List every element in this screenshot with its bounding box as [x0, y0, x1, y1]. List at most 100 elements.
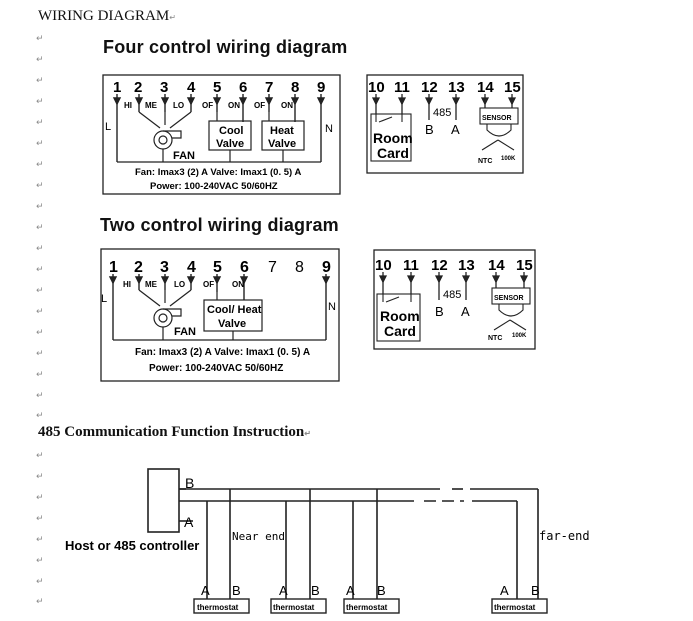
section-485-heading: 485 Communication Function Instruction↵: [38, 424, 311, 440]
room-card-line1: Room: [373, 130, 413, 146]
paragraph-mark: ↵: [36, 265, 44, 275]
paragraph-mark: ↵: [36, 118, 44, 128]
paragraph-mark: ↵: [36, 181, 44, 191]
two-control-main-box: 1 2 3 4 5 6 7 8 9 HI ME LO OF ON L: [100, 248, 340, 382]
paragraph-mark: ↵: [36, 349, 44, 359]
paragraph-mark: ↵: [36, 139, 44, 149]
room-card-line2: Card: [377, 145, 409, 161]
ntc-label: NTC: [488, 335, 502, 342]
paragraph-mark: ↵: [36, 556, 44, 566]
terminal-7: 7: [268, 259, 277, 276]
cool-valve-line1: Cool: [219, 125, 243, 137]
terminal-6: 6: [239, 79, 247, 96]
speed-label-hi: HI: [123, 280, 131, 289]
terminal-2: 2: [134, 79, 142, 96]
thermostat-far: A B thermostat: [491, 583, 548, 614]
thermostat-2-label: thermostat: [273, 603, 315, 612]
thermostat-2: A B thermostat: [270, 583, 327, 614]
paragraph-mark: ↵: [36, 202, 44, 212]
speed-label-me: ME: [145, 101, 158, 110]
room-card-line2: Card: [384, 323, 416, 339]
thermostat-3-label: thermostat: [346, 603, 388, 612]
paragraph-mark: ↵: [36, 391, 44, 401]
thermostat-2-b: B: [311, 583, 320, 598]
host-controller-box: [147, 468, 180, 533]
thermostat-far-b: B: [531, 583, 540, 598]
sensor-label: SENSOR: [494, 295, 524, 302]
paragraph-mark: ↵: [36, 244, 44, 254]
paragraph-mark: ↵: [36, 328, 44, 338]
paragraph-mark: ↵: [36, 286, 44, 296]
switch-label-on: ON: [232, 280, 244, 289]
rs485-a-label: A: [461, 304, 470, 319]
thermostat-1-label: thermostat: [197, 603, 239, 612]
heat-valve-line1: Heat: [270, 125, 294, 137]
fan-label: FAN: [174, 326, 196, 338]
terminal-3: 3: [160, 79, 168, 96]
paragraph-mark: ↵: [36, 76, 44, 86]
ntc-value-label: 100K: [512, 333, 527, 339]
bus-a-label: A: [184, 514, 194, 530]
terminal-7: 7: [265, 79, 273, 96]
thermostat-3: A B thermostat: [343, 583, 400, 614]
paragraph-mark: ↵: [36, 223, 44, 233]
two-control-spec-power: Power: 100-240VAC 50/60HZ: [149, 363, 283, 374]
terminal-5: 5: [213, 79, 221, 96]
rs485-b-label: B: [425, 122, 434, 137]
aux-terminal-14: 14: [477, 79, 494, 96]
cool-heat-valve-line2: Valve: [218, 318, 246, 330]
switch-label-on-1: ON: [228, 101, 240, 110]
neutral-label: N: [328, 301, 336, 313]
thermostat-1-b: B: [232, 583, 241, 598]
paragraph-mark: ↵: [36, 55, 44, 65]
terminal-1: 1: [113, 79, 121, 96]
switch-label-of-2: OF: [254, 101, 265, 110]
paragraph-mark: ↵: [36, 577, 44, 587]
aux-terminal-13: 13: [458, 257, 475, 274]
terminal-6: 6: [240, 259, 249, 276]
ntc-value-label: 100K: [501, 156, 516, 162]
paragraph-mark: ↵: [36, 307, 44, 317]
thermostat-1-a: A: [201, 583, 210, 598]
thermostat-2-a: A: [279, 583, 288, 598]
switch-label-on-2: ON: [281, 101, 293, 110]
paragraph-mark: ↵: [36, 451, 44, 461]
terminal-8: 8: [295, 259, 304, 276]
paragraph-mark: ↵: [36, 472, 44, 482]
four-control-aux-box: 10 11 12 13 14 15: [366, 74, 524, 174]
near-end-label: Near end: [232, 530, 285, 543]
paragraph-mark: ↵: [36, 535, 44, 545]
speed-label-hi: HI: [124, 101, 132, 110]
paragraph-mark: ↵: [36, 493, 44, 503]
aux-terminal-10: 10: [368, 79, 385, 96]
live-label: L: [101, 293, 107, 305]
paragraph-mark: ↵: [36, 411, 44, 421]
aux-terminal-11: 11: [394, 79, 410, 96]
paragraph-mark: ↵: [36, 514, 44, 524]
aux-terminal-11: 11: [403, 257, 419, 274]
bus-b-label: B: [185, 475, 194, 491]
live-label: L: [105, 121, 111, 133]
two-control-title: Two control wiring diagram: [100, 215, 339, 235]
four-control-spec-power: Power: 100-240VAC 50/60HZ: [150, 181, 278, 192]
paragraph-mark: ↵: [36, 370, 44, 380]
four-control-spec-current: Fan: Imax3 (2) A Valve: Imax1 (0. 5) A: [135, 167, 301, 178]
two-control-aux-box: 10 11 12 13 14 15: [373, 249, 536, 350]
sensor-label: SENSOR: [482, 115, 512, 122]
neutral-label: N: [325, 123, 333, 135]
document-title: WIRING DIAGRAM↵: [38, 8, 176, 24]
paragraph-mark: ↵: [36, 34, 44, 44]
rs485-bus-diagram: [147, 468, 539, 599]
four-control-main-box: 1 2 3 4 5 6 7 8 9 HI: [102, 74, 341, 195]
aux-terminal-15: 15: [504, 79, 521, 96]
terminal-4: 4: [187, 259, 196, 276]
rs485-label: 485: [443, 289, 461, 301]
switch-label-of: OF: [203, 280, 214, 289]
rs485-a-label: A: [451, 122, 460, 137]
paragraph-mark: ↵: [36, 160, 44, 170]
ntc-label: NTC: [478, 158, 492, 165]
thermostat-3-a: A: [346, 583, 355, 598]
thermostat-far-a: A: [500, 583, 509, 598]
room-card-line1: Room: [380, 308, 420, 324]
terminal-5: 5: [213, 259, 222, 276]
